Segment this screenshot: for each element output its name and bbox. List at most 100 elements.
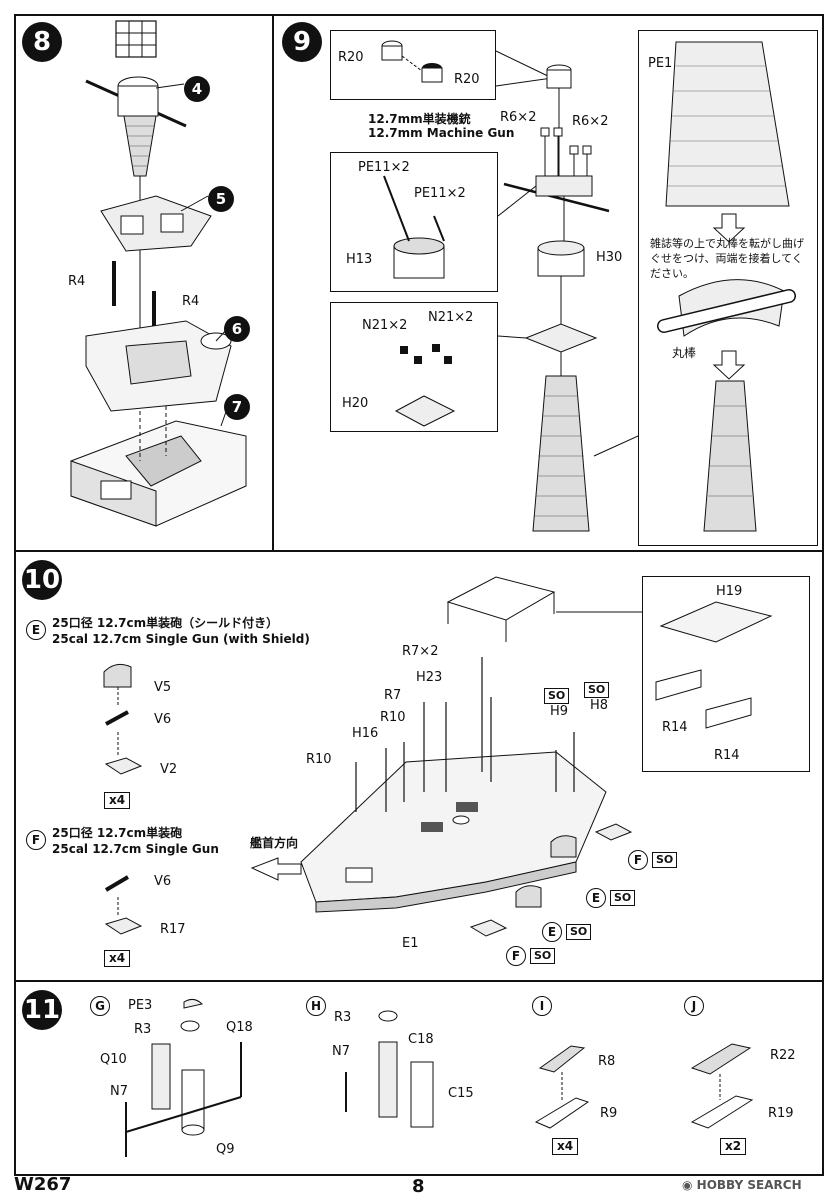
step9-part-n21b: N21×2 (428, 310, 474, 325)
step9-part-pe11b: PE11×2 (414, 186, 466, 201)
step10-e-ref-1: E (586, 888, 606, 908)
step8-part-r4b: R4 (182, 294, 200, 309)
step11-i-qty: x4 (552, 1138, 579, 1155)
step10-so-tag-1: SO (544, 688, 570, 704)
step8-ref-5: 5 (208, 186, 234, 212)
step8-part-r4a: R4 (68, 274, 86, 289)
step11-g-part-r3: R3 (134, 1022, 152, 1037)
step11-h-part-r3: R3 (334, 1010, 352, 1025)
step10-bow-label: 艦首方向 (250, 836, 299, 850)
step10-e-qty: x4 (104, 792, 131, 809)
step11-j-part-r19: R19 (768, 1106, 794, 1121)
step10-f-ref-1: F (628, 850, 648, 870)
footer-watermark: ◉ HOBBY SEARCH (682, 1178, 802, 1192)
step9-part-pe1: PE1 (648, 56, 673, 71)
step10-so-tag-2: SO (584, 682, 610, 698)
step10-part-r10b: R10 (306, 752, 332, 767)
step10-part-h19: H19 (716, 584, 743, 599)
step10-number: 10 (22, 560, 62, 600)
step10-part-h23: H23 (416, 670, 443, 685)
step9-gun-label-en: 12.7mm Machine Gun (368, 126, 515, 140)
step10-so-tag-5: SO (566, 924, 592, 940)
step10-e-part-v6: V6 (154, 712, 172, 727)
step10-so-tag-3: SO (652, 852, 678, 868)
step10-e-marker: E (26, 620, 46, 640)
step10-panel: 10 E 25口径 12.7cm単装砲（シールド付き） 25cal 12.7cm… (14, 550, 824, 982)
step11-panel: 11 G H I J PE3 R3 Q18 Q10 N7 Q9 R3 N7 C1… (14, 980, 824, 1176)
step11-g-marker: G (90, 996, 110, 1016)
step9-pe-note: 雑誌等の上で丸棒を転がし曲げぐせをつけ、両端を接着してください。 (650, 237, 804, 280)
step11-g-part-n7: N7 (110, 1084, 128, 1099)
step9-part-h30: H30 (596, 250, 623, 265)
step11-h-part-c15: C15 (448, 1086, 474, 1101)
step11-g-part-q9: Q9 (216, 1142, 235, 1157)
step8-ref-7: 7 (224, 394, 250, 420)
step10-part-r14a: R14 (662, 720, 688, 735)
step11-g-part-q10: Q10 (100, 1052, 127, 1067)
step9-part-r20a: R20 (338, 50, 364, 65)
step10-part-h16: H16 (352, 726, 379, 741)
step10-e-title-en: 25cal 12.7cm Single Gun (with Shield) (52, 632, 310, 646)
step8-number: 8 (22, 22, 62, 62)
step10-f-qty: x4 (104, 950, 131, 967)
step11-g-part-q18: Q18 (226, 1020, 253, 1035)
step10-so-tag-6: SO (530, 948, 556, 964)
step9-h13-inset (330, 152, 498, 292)
step10-f-ref-2: F (506, 946, 526, 966)
footer-code: W267 (14, 1174, 72, 1195)
step9-part-r6a: R6×2 (500, 110, 537, 125)
watermark-logo-icon: ◉ (682, 1178, 697, 1192)
step8-assembly-drawing (70, 20, 247, 527)
step8-ref-4: 4 (184, 76, 210, 102)
step10-part-r10a: R10 (380, 710, 406, 725)
step11-j-qty: x2 (720, 1138, 747, 1155)
step11-h-part-c18: C18 (408, 1032, 434, 1047)
step10-h19-inset (642, 576, 810, 772)
step10-e-ref-2: E (542, 922, 562, 942)
step9-part-n21a: N21×2 (362, 318, 408, 333)
step10-part-r7: R7 (384, 688, 402, 703)
step10-f-part-r17: R17 (160, 922, 186, 937)
step10-part-h9: H9 (550, 704, 569, 719)
step9-r20-inset (330, 30, 496, 100)
step9-part-h13: H13 (346, 252, 373, 267)
step11-j-part-r22: R22 (770, 1048, 796, 1063)
step11-i-part-r9: R9 (600, 1106, 618, 1121)
step10-part-r14b: R14 (714, 748, 740, 763)
step9-rod-label: 丸棒 (672, 346, 697, 360)
step10-f-marker: F (26, 830, 46, 850)
footer-page-number: 8 (412, 1176, 425, 1197)
step10-f-title-en: 25cal 12.7cm Single Gun (52, 842, 219, 856)
step9-panel: 9 (272, 14, 824, 552)
step10-f-title-jp: 25口径 12.7cm単装砲 (52, 826, 183, 840)
step8-ref-6: 6 (224, 316, 250, 342)
step9-part-r6b: R6×2 (572, 114, 609, 129)
step9-h20-inset (330, 302, 498, 432)
step10-e-part-v2: V2 (160, 762, 178, 777)
step11-number: 11 (22, 990, 62, 1030)
step11-g-part-pe3: PE3 (128, 998, 153, 1013)
step9-assembly-drawing (381, 40, 796, 532)
step10-part-h8: H8 (590, 698, 609, 713)
step11-i-marker: I (532, 996, 552, 1016)
step10-assembly-drawing (103, 576, 773, 937)
step10-part-e1: E1 (402, 936, 419, 951)
step10-f-part-v6: V6 (154, 874, 172, 889)
step8-panel: 8 (14, 14, 274, 552)
step9-part-h20: H20 (342, 396, 369, 411)
step9-part-r20b: R20 (454, 72, 480, 87)
step11-h-part-n7: N7 (332, 1044, 350, 1059)
step10-part-r7x2: R7×2 (402, 644, 439, 659)
step9-number: 9 (282, 22, 322, 62)
step11-assembly-drawing (125, 998, 754, 1157)
step9-pe1-inset (638, 30, 818, 546)
step9-gun-label-jp: 12.7mm単装機銃 (368, 112, 471, 126)
step9-part-pe11a: PE11×2 (358, 160, 410, 175)
step11-j-marker: J (684, 996, 704, 1016)
step11-h-marker: H (306, 996, 326, 1016)
step11-i-part-r8: R8 (598, 1054, 616, 1069)
step10-e-title-jp: 25口径 12.7cm単装砲（シールド付き） (52, 616, 279, 630)
watermark-text: HOBBY SEARCH (696, 1178, 802, 1192)
step10-e-part-v5: V5 (154, 680, 172, 695)
step10-so-tag-4: SO (610, 890, 636, 906)
